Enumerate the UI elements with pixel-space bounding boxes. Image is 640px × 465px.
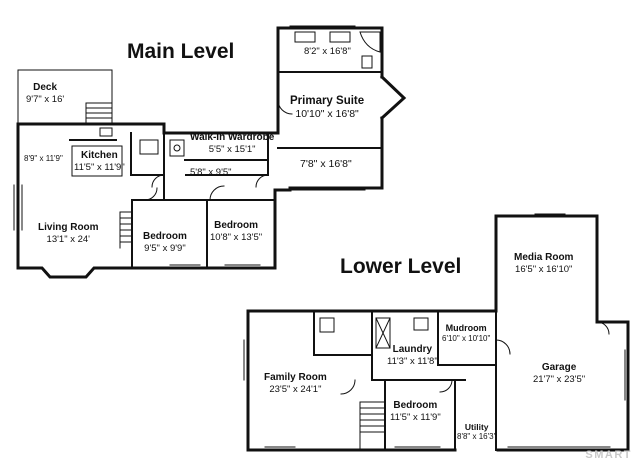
room-name: Living Room	[38, 222, 99, 233]
room-dims: 11'5" x 11'9"	[390, 412, 441, 423]
room-label-laundry: Laundry 11'3" x 11'8"	[387, 344, 438, 367]
room-name: Garage	[541, 362, 577, 373]
room-dims: 5'8" x 9'5"	[190, 167, 232, 178]
room-dims: 5'5" x 15'1"	[208, 144, 256, 155]
room-label-dining: 8'9" x 11'9"	[24, 154, 63, 164]
lower-stairs	[359, 401, 386, 451]
room-dims: 6'10" x 10'10"	[442, 334, 491, 343]
room-name: Walk-In Wardrobe	[190, 132, 275, 143]
room-label-primary-suite: Primary Suite 10'10" x 16'8"	[290, 94, 364, 121]
main-stairs	[119, 211, 133, 249]
lower-windows	[243, 213, 626, 448]
room-label-media-room: Media Room 16'5" x 16'10"	[514, 252, 573, 275]
lower-door-swings	[340, 321, 610, 395]
room-dims: 9'5" x 9'9"	[144, 243, 186, 254]
room-label-walk-in-wardrobe: Walk-In Wardrobe 5'5" x 15'1"	[190, 132, 274, 155]
room-label-garage: Garage 21'7" x 23'5"	[533, 362, 585, 385]
lower-level-interior	[313, 310, 497, 451]
room-name: Primary Suite	[290, 95, 365, 107]
main-door-swings	[144, 99, 293, 201]
main-level-interior	[69, 71, 383, 269]
room-dims: 11'3" x 11'8"	[387, 356, 438, 367]
room-dims: 7'8" x 16'8"	[300, 158, 352, 170]
room-dims: 10'10" x 16'8"	[295, 108, 359, 120]
lower-level-title: Lower Level	[340, 255, 462, 278]
room-name: Utility	[464, 422, 489, 432]
lower-fixtures	[319, 317, 429, 349]
room-dims: 8'2" x 16'8"	[304, 46, 351, 57]
room-name: Bedroom	[214, 220, 258, 231]
room-name: Laundry	[392, 344, 433, 355]
room-name: Bedroom	[393, 400, 438, 411]
room-label-family-room: Family Room 23'5" x 24'1"	[264, 372, 327, 395]
room-label-bedroom-2: Bedroom 10'8" x 13'5"	[210, 220, 262, 243]
room-label-mudroom: Mudroom 6'10" x 10'10"	[442, 322, 490, 344]
room-name: Family Room	[264, 372, 327, 383]
room-label-kitchen: Kitchen 11'5" x 11'9"	[74, 150, 125, 173]
watermark-logo: SMART	[585, 449, 632, 461]
room-label-bedroom-lower: Bedroom 11'5" x 11'9"	[390, 400, 441, 423]
primary-bath-fixtures	[294, 31, 381, 69]
room-dims: 16'5" x 16'10"	[515, 264, 573, 275]
room-dims: 8'9" x 11'9"	[24, 154, 63, 163]
room-dims: 13'1" x 24'	[46, 234, 90, 245]
room-dims: 9'7" x 16'	[26, 94, 65, 105]
room-dims: 8'8" x 16'3"	[457, 432, 497, 441]
main-level-title: Main Level	[127, 40, 235, 63]
room-name: Media Room	[514, 252, 574, 263]
room-name: Bedroom	[143, 231, 187, 242]
deck-outline	[17, 69, 113, 123]
room-name: Deck	[33, 82, 58, 93]
room-label-bedroom-1: Bedroom 9'5" x 9'9"	[143, 231, 187, 254]
room-dims: 10'8" x 13'5"	[210, 232, 263, 243]
main-level-walls	[16, 26, 407, 279]
room-label-bath-top: 8'2" x 16'8"	[304, 46, 351, 57]
room-dims: 11'5" x 11'9"	[74, 162, 125, 173]
room-label-living-room: Living Room 13'1" x 24'	[38, 222, 99, 245]
room-label-lower-right-room: 7'8" x 16'8"	[300, 159, 352, 170]
room-name: Kitchen	[81, 150, 118, 161]
room-label-hall-small: 5'8" x 9'5"	[190, 167, 232, 178]
room-label-deck: Deck 9'7" x 16'	[26, 82, 64, 105]
kitchen-fixtures	[71, 127, 185, 177]
room-dims: 23'5" x 24'1"	[269, 384, 322, 395]
room-name: Mudroom	[445, 323, 487, 333]
room-label-utility: Utility 8'8" x 16'3"	[457, 422, 496, 442]
room-dims: 21'7" x 23'5"	[533, 374, 586, 385]
main-windows	[13, 25, 366, 266]
